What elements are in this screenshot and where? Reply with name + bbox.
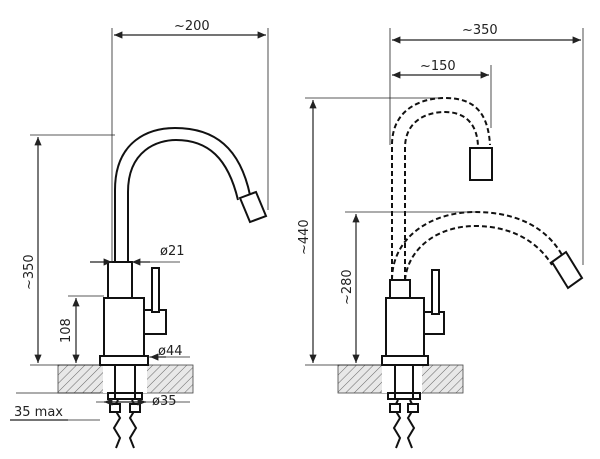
right-spout-lowered bbox=[391, 210, 563, 281]
dim-right-nozzle-offset: ~150 bbox=[420, 59, 456, 74]
left-spout bbox=[114, 126, 251, 262]
left-countertop-hole bbox=[103, 365, 147, 393]
left-handle-lever bbox=[151, 267, 160, 313]
dim-right-low-height: ~280 bbox=[340, 269, 355, 305]
dim-right-spout-width: ~350 bbox=[462, 23, 498, 38]
right-faucet: ~350 ~150 ~440 ~280 bbox=[297, 23, 584, 449]
dim-left-body-diameter: ø21 bbox=[160, 244, 185, 259]
dim-left-hole-diameter: ø35 bbox=[152, 394, 177, 409]
left-dimensions: ~200 ~350 108 ø21 ø44 ø35 bbox=[10, 19, 269, 421]
right-handle-lever bbox=[431, 269, 440, 315]
right-nozzle-raised bbox=[469, 147, 493, 181]
right-countertop-hole bbox=[382, 365, 422, 393]
dim-left-spout-width: ~200 bbox=[174, 19, 210, 34]
right-dimensions: ~350 ~150 ~440 ~280 bbox=[297, 23, 584, 366]
left-nozzle bbox=[238, 190, 268, 224]
dim-left-counter-thickness: 35 max bbox=[14, 405, 63, 420]
left-body bbox=[107, 261, 133, 301]
left-faucet: ~200 ~350 108 ø21 ø44 ø35 bbox=[10, 19, 269, 449]
dim-left-base-height: 108 bbox=[59, 318, 74, 343]
right-spout-raised bbox=[391, 96, 491, 280]
dim-right-max-height: ~440 bbox=[297, 219, 312, 255]
right-nozzle-lowered bbox=[550, 250, 584, 290]
right-handle-mount bbox=[423, 311, 445, 335]
left-handle-mount bbox=[143, 309, 167, 335]
dim-left-base-diameter: ø44 bbox=[158, 344, 183, 359]
dim-left-height: ~350 bbox=[22, 254, 37, 290]
